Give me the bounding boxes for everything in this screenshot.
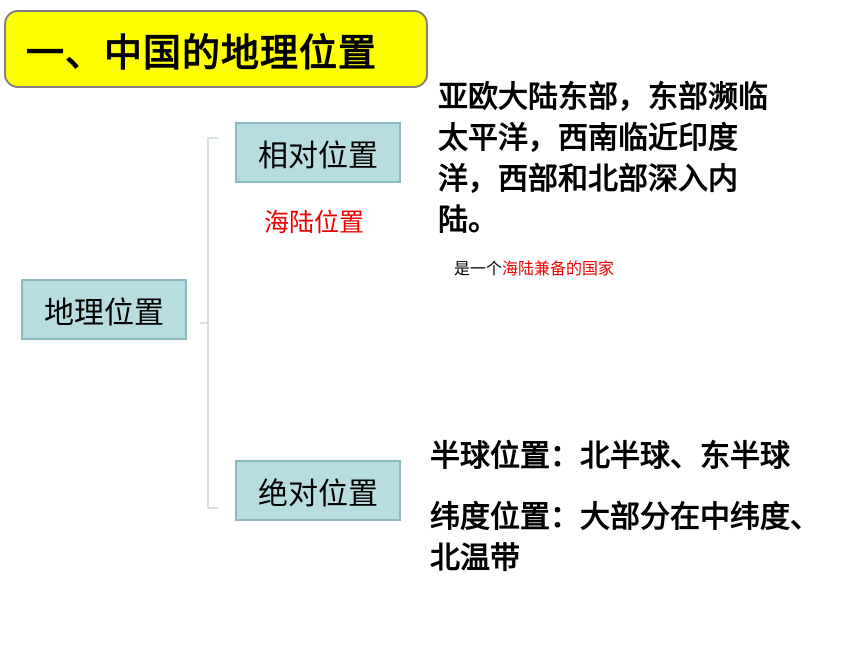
- node-relative-location-label: 相对位置: [258, 138, 378, 174]
- land-sea-note-prefix: 是一个: [454, 259, 503, 278]
- land-sea-position-label: 海陆位置: [264, 208, 365, 237]
- node-relative-location: 相对位置: [235, 122, 401, 183]
- node-absolute-location: 绝对位置: [235, 460, 401, 521]
- slide-title-text: 一、中国的地理位置: [26, 30, 378, 75]
- slide-title: 一、中国的地理位置: [4, 10, 428, 88]
- hemisphere-position: 半球位置：北半球、东半球: [430, 439, 790, 474]
- latitude-position: 纬度位置：大部分在中纬度、北温带: [430, 500, 820, 576]
- node-geographic-location-label: 地理位置: [44, 295, 164, 331]
- land-sea-note: 是一个海陆兼备的国家: [454, 255, 614, 279]
- node-absolute-location-label: 绝对位置: [258, 476, 378, 512]
- relative-location-description: 亚欧大陆东部，东部濒临太平洋，西南临近印度洋，西部和北部深入内陆。: [438, 80, 768, 238]
- land-sea-note-highlight: 海陆兼备的国家: [502, 259, 615, 278]
- node-geographic-location: 地理位置: [21, 279, 187, 340]
